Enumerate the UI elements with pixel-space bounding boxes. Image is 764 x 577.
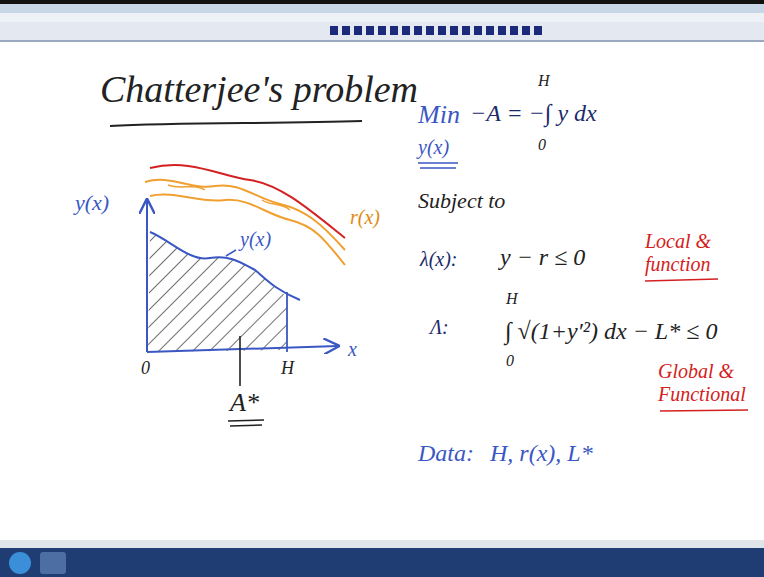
math-text: y(x): [418, 136, 449, 159]
integral-limit: H: [538, 72, 550, 90]
math-expression: y − r ≤ 0: [500, 244, 585, 272]
curve-label: r(x): [350, 206, 380, 229]
curve-label: y(x): [240, 228, 271, 251]
axis-label: x: [348, 338, 357, 361]
math-expression: ∫ √(1+y′²) dx − L* ≤ 0: [505, 318, 717, 346]
axis-label: y(x): [75, 190, 109, 215]
annotation-note: Global & Functional: [658, 360, 758, 406]
integral-limit: H: [506, 290, 518, 308]
multiplier-label: Λ:: [430, 316, 449, 339]
area-label: A*: [230, 388, 259, 418]
axis-tick: H: [281, 358, 294, 379]
math-text: Subject to: [418, 188, 505, 213]
annotation-note: Local & function: [645, 230, 735, 276]
slide-title: Chatterjee's problem: [100, 68, 418, 112]
math-text: H, r(x), L*: [490, 440, 593, 468]
math-expression: −A = −∫ y dx: [470, 100, 597, 128]
integral-limit: 0: [538, 136, 546, 154]
integral-limit: 0: [506, 352, 514, 370]
axis-tick: 0: [141, 358, 150, 379]
math-text: Min: [418, 100, 460, 130]
multiplier-label: λ(x):: [420, 248, 458, 271]
math-text: Data:: [418, 440, 474, 468]
